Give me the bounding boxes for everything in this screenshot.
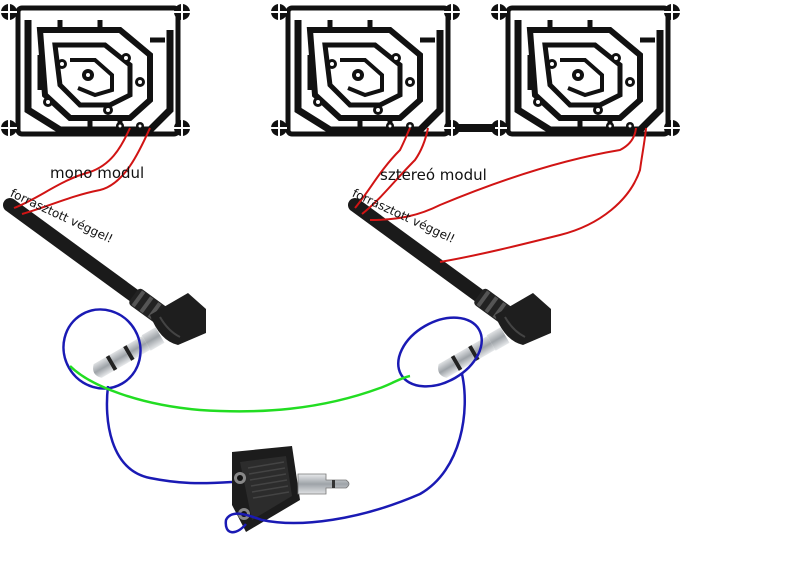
green-wire xyxy=(69,365,411,413)
red-wires xyxy=(13,127,647,263)
stereo-module-pcb-left xyxy=(270,0,460,140)
blue-wires xyxy=(62,308,484,534)
mono-module-pcb xyxy=(0,0,190,140)
stereo-module-label: sztereó modul xyxy=(380,166,487,184)
mono-module-label: mono modul xyxy=(50,164,145,182)
stereo-module-pcb-right xyxy=(490,0,680,140)
stereo-bridge-trace xyxy=(455,124,495,132)
splitter-adapter xyxy=(232,446,350,532)
